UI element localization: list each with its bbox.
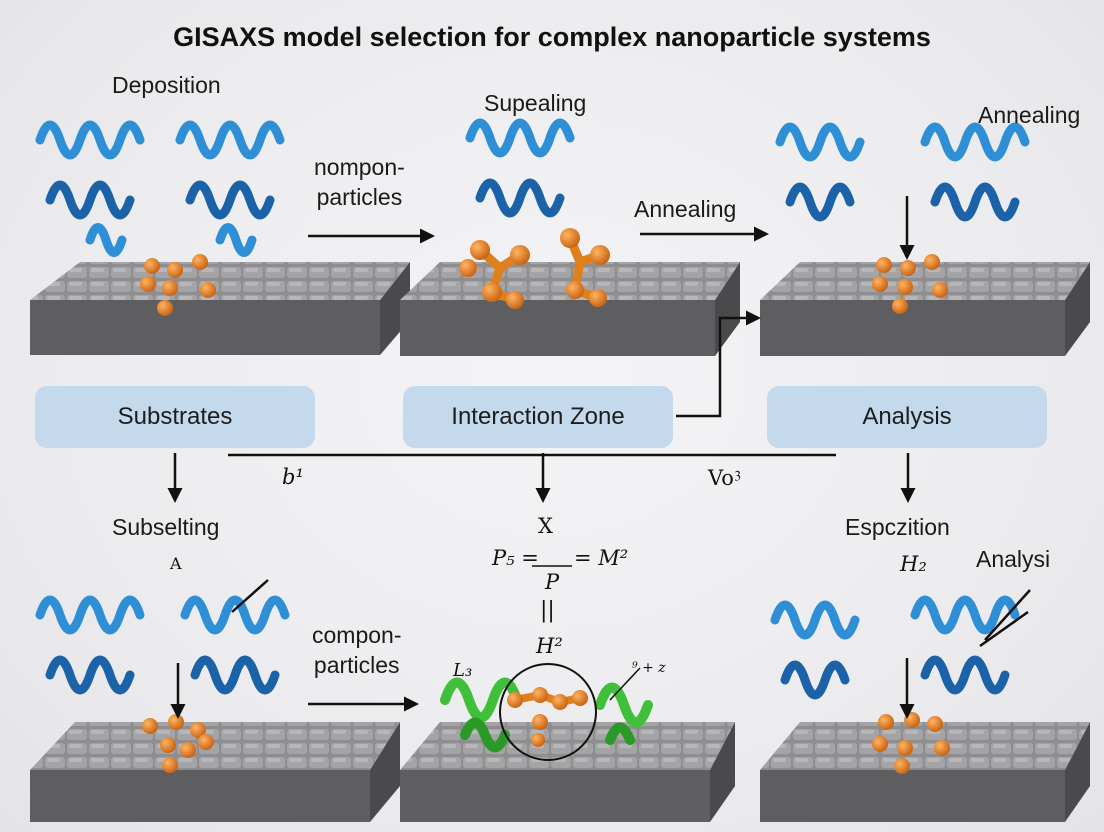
callout-line [609,667,641,701]
box-substrates: Substrates [35,386,315,448]
substrate-slab-bottom-left [30,722,400,822]
green-protein-cluster [440,677,653,753]
equation-left: P₅ = [492,546,539,570]
annotation-b1: b¹ [282,465,304,489]
annotation-a: A [170,554,182,573]
protein-cluster [775,122,865,222]
arrow-label-compon-particles: compon- particles [312,622,402,678]
equation-denominator: P [545,570,560,594]
annotation-h2-sup: H² [536,634,563,658]
flow-arrows [167,196,1031,719]
label-annealing-top-right: Annealing [978,102,1081,128]
particle-group [140,254,216,316]
particle-group [872,712,950,774]
label-analysi-callout: Analysi [976,546,1051,572]
arrow-label-annealing: Annealing [634,196,737,222]
label-subselting: Subselting [112,514,220,540]
interaction-circle [499,663,597,761]
substrate-slab-top-right [760,262,1090,356]
box-analysis: Analysis [767,386,1047,448]
protein-cluster [175,120,285,257]
arrow-zone-to-annealing [676,310,761,418]
substrate-slab-bottom-right [760,722,1090,822]
protein-cluster [910,595,1020,695]
callout-analysis-1 [984,589,1031,641]
equation-right: = M² [574,546,629,570]
protein-cluster [180,595,290,695]
protein-cluster [35,120,145,257]
protein-cluster [770,600,860,700]
protein-cluster [465,118,575,218]
callout-analysis-2 [979,610,1029,648]
annotation-h2-sub: H₂ [900,552,927,576]
annotation-parallel: || [540,598,555,623]
label-espczition: Espczition [845,514,950,540]
particle-group [459,228,610,309]
annotation-vo: Vo⁳ [708,466,742,490]
annotation-plus-z: ⁹ + z [632,660,666,676]
label-deposition: Deposition [112,72,221,98]
callout-a [231,579,269,613]
arrow-label-nompon-particles: nompon- particles [314,154,405,210]
protein-clusters [35,118,1030,700]
substrate-slab-top-left [30,262,410,355]
particle-group [872,254,948,314]
substrate-slab-bottom-middle [400,722,735,822]
protein-cluster [35,595,145,695]
particle-group [507,687,588,747]
label-supealing: Supealing [484,90,587,116]
substrate-slab-top-middle [400,262,740,356]
protein-cluster [920,122,1030,222]
annotation-l3: L₃ [453,660,473,681]
box-interaction-zone: Interaction Zone [403,386,673,448]
diagram-title: GISAXS model selection for complex nanop… [173,22,931,52]
annotation-x: X [538,514,553,538]
